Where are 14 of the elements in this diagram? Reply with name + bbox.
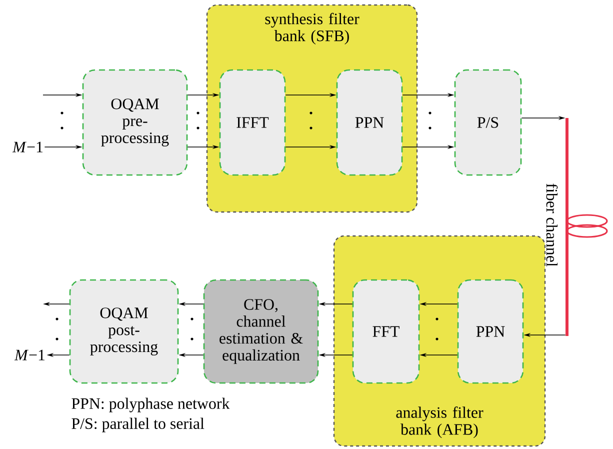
process-box: PPN — [336, 69, 403, 176]
signal-label: M−1 — [12, 142, 43, 152]
process-box: FFT — [352, 279, 420, 384]
side-label: fiber channel — [546, 184, 558, 266]
process-box: CFO, channel estimation & equalization — [203, 279, 319, 384]
note-text: PPN: polyphase network — [72, 398, 230, 412]
process-box: IFFT — [219, 69, 286, 176]
process-box: P/S — [454, 69, 522, 176]
fiber-line-drawing — [566, 118, 608, 336]
process-box: OQAM post- processing — [69, 279, 179, 384]
process-box: PPN — [457, 279, 524, 384]
signal-label: M−1 — [14, 350, 45, 360]
process-box: OQAM pre- processing — [82, 69, 188, 176]
note-text: P/S: parallel to serial — [72, 418, 204, 432]
